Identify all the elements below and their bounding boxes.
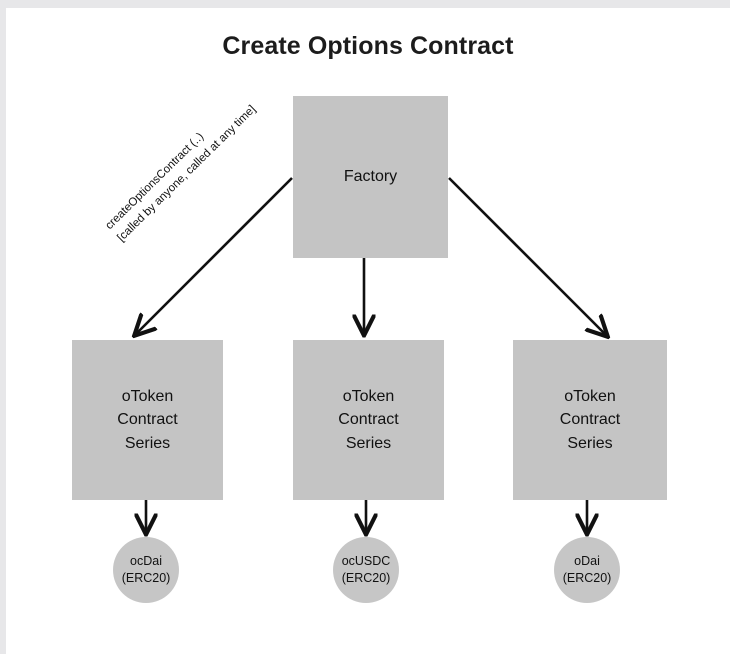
node-token-odai[interactable]: oDai (ERC20) xyxy=(554,537,620,603)
diagram-title: Create Options Contract xyxy=(222,32,514,60)
node-otoken-series-2[interactable]: oToken Contract Series xyxy=(293,340,444,500)
node-factory[interactable]: Factory xyxy=(293,96,448,258)
edge-factory-to-otoken-3 xyxy=(448,177,606,335)
node-token-odai-label: oDai (ERC20) xyxy=(562,554,612,585)
node-otoken-series-3-label: oToken Contract Series xyxy=(559,388,621,452)
node-otoken-series-3[interactable]: oToken Contract Series xyxy=(513,340,667,500)
canvas-frame-top xyxy=(0,0,730,8)
node-token-ocusdc[interactable]: ocUSDC (ERC20) xyxy=(333,537,399,603)
node-token-ocdai-label: ocDai (ERC20) xyxy=(121,554,171,585)
edge-label-create-options-contract: createOptionsContract (..) [called by an… xyxy=(103,103,259,245)
diagram-canvas: Create Options Contract createOptionsCon… xyxy=(6,8,730,654)
node-token-ocdai[interactable]: ocDai (ERC20) xyxy=(113,537,179,603)
node-otoken-series-1-label: oToken Contract Series xyxy=(117,388,178,452)
canvas-frame-left xyxy=(0,8,6,654)
node-token-ocusdc-label: ocUSDC (ERC20) xyxy=(341,554,391,585)
node-otoken-series-1[interactable]: oToken Contract Series xyxy=(72,340,223,500)
node-otoken-series-2-label: oToken Contract Series xyxy=(338,388,399,452)
node-factory-label: Factory xyxy=(343,168,398,186)
